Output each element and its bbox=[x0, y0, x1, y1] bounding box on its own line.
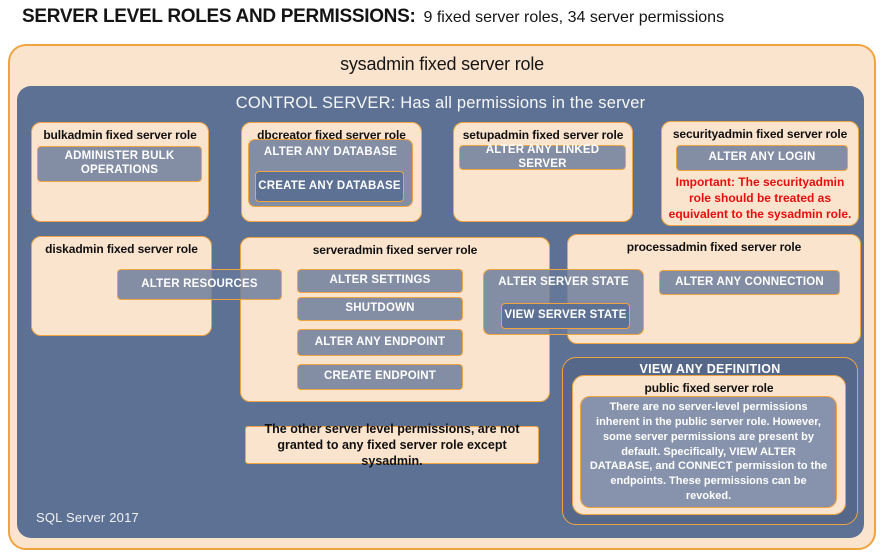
permission-alter-settings: ALTER SETTINGS bbox=[297, 269, 463, 293]
role-box-bulkadmin: bulkadmin fixed server role ADMINISTER B… bbox=[31, 122, 209, 222]
page-title: SERVER LEVEL ROLES AND PERMISSIONS: 9 fi… bbox=[22, 6, 724, 28]
page-title-main: SERVER LEVEL ROLES AND PERMISSIONS: bbox=[22, 6, 416, 27]
permission-alter-server-state: ALTER SERVER STATE VIEW SERVER STATE bbox=[483, 269, 644, 335]
permission-create-endpoint: CREATE ENDPOINT bbox=[297, 364, 463, 390]
permission-alter-any-connection: ALTER ANY CONNECTION bbox=[659, 270, 840, 295]
role-title-securityadmin: securityadmin fixed server role bbox=[672, 127, 848, 141]
role-box-securityadmin: securityadmin fixed server role ALTER AN… bbox=[661, 121, 859, 226]
role-title-dbcreator: dbcreator fixed server role bbox=[257, 128, 406, 142]
sysadmin-role-label: sysadmin fixed server role bbox=[340, 54, 544, 74]
view-any-definition-label: VIEW ANY DEFINITION bbox=[639, 362, 781, 376]
permission-administer-bulk-operations: ADMINISTER BULK OPERATIONS bbox=[37, 146, 202, 182]
note-other-permissions: The other server level permissions, are … bbox=[245, 422, 539, 468]
public-role-description: There are no server-level permissions in… bbox=[580, 396, 837, 508]
control-server-box: CONTROL SERVER: Has all permissions in t… bbox=[17, 86, 864, 538]
securityadmin-warning-text: Important: The securityadmin role should… bbox=[668, 175, 852, 221]
role-box-public: public fixed server role There are no se… bbox=[572, 375, 846, 515]
page-title-sub: 9 fixed server roles, 34 server permissi… bbox=[423, 9, 725, 26]
permission-view-any-definition: VIEW ANY DEFINITION public fixed server … bbox=[562, 357, 858, 525]
permission-alter-any-endpoint: ALTER ANY ENDPOINT bbox=[297, 329, 463, 356]
control-server-label: CONTROL SERVER: Has all permissions in t… bbox=[235, 94, 646, 112]
permission-shutdown: SHUTDOWN bbox=[297, 297, 463, 321]
permission-alter-server-state-label: ALTER SERVER STATE bbox=[498, 276, 629, 288]
sysadmin-role-box: sysadmin fixed server role CONTROL SERVE… bbox=[8, 44, 876, 550]
role-title-setupadmin: setupadmin fixed server role bbox=[462, 128, 624, 142]
role-title-public: public fixed server role bbox=[644, 381, 774, 395]
permission-view-server-state: VIEW SERVER STATE bbox=[501, 303, 630, 329]
role-title-bulkadmin: bulkadmin fixed server role bbox=[43, 128, 197, 142]
role-title-processadmin: processadmin fixed server role bbox=[626, 240, 802, 254]
permission-alter-any-database: ALTER ANY DATABASE CREATE ANY DATABASE bbox=[248, 139, 413, 207]
permission-alter-any-login: ALTER ANY LOGIN bbox=[676, 145, 848, 171]
permission-alter-any-linked-server: ALTER ANY LINKED SERVER bbox=[459, 144, 626, 170]
permission-alter-resources: ALTER RESOURCES bbox=[117, 269, 282, 300]
role-title-serveradmin: serveradmin fixed server role bbox=[312, 243, 478, 257]
footer-version-label: SQL Server 2017 bbox=[36, 510, 139, 525]
permission-alter-any-database-label: ALTER ANY DATABASE bbox=[263, 146, 398, 158]
permission-create-any-database: CREATE ANY DATABASE bbox=[255, 171, 404, 202]
role-box-setupadmin: setupadmin fixed server role ALTER ANY L… bbox=[453, 122, 633, 222]
role-title-diskadmin: diskadmin fixed server role bbox=[45, 242, 198, 256]
role-box-dbcreator: dbcreator fixed server role ALTER ANY DA… bbox=[241, 122, 422, 222]
